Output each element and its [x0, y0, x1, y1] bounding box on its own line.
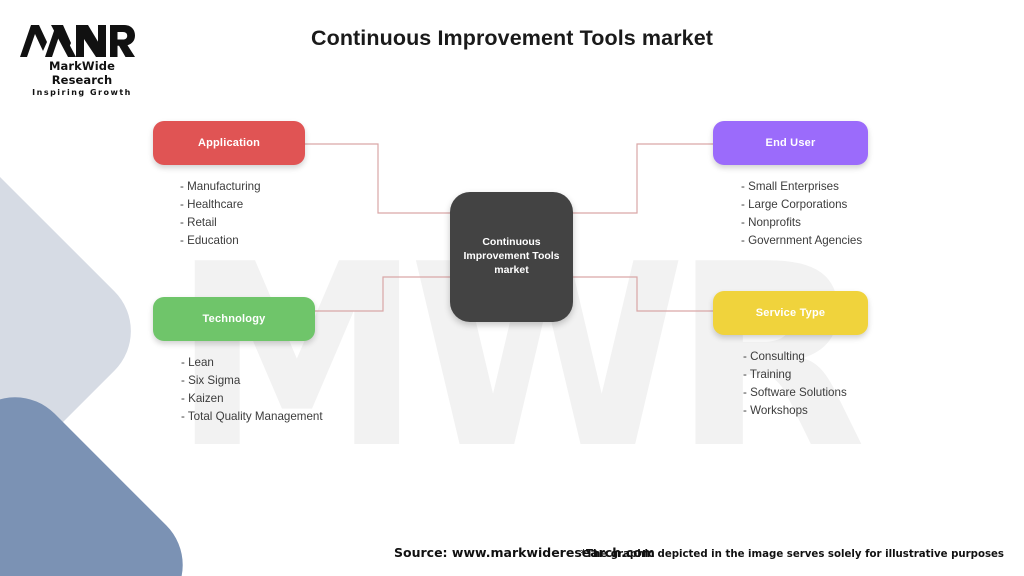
list-item: - Training [743, 367, 792, 381]
list-item: - Software Solutions [743, 385, 847, 399]
list-item: - Healthcare [180, 197, 244, 211]
list-item: - Lean [181, 356, 214, 369]
list-item: - Large Corporations [741, 197, 848, 211]
list-item: - Kaizen [181, 391, 224, 405]
list-item: - Six Sigma [181, 373, 241, 387]
brand-name: MarkWide Research [49, 59, 115, 87]
branch-label-service-type: Service Type [755, 307, 826, 319]
branch-technology: Technology - Lean - Six Sigma - Kaizen -… [153, 297, 323, 426]
list-item: - Small Enterprises [741, 180, 839, 193]
branch-chip-service-type[interactable]: Service Type [713, 291, 868, 335]
branch-end-user: End User - Small Enterprises - Large Cor… [713, 121, 868, 250]
branch-chip-technology[interactable]: Technology [153, 297, 315, 341]
source-credit: Source: www.markwideresearch.com [394, 545, 655, 560]
branch-label-application: Application [197, 137, 261, 149]
list-item: - Manufacturing [180, 180, 261, 193]
connector-end-user [572, 143, 713, 214]
connector-application [305, 143, 452, 214]
list-item: - Retail [180, 215, 217, 229]
branch-application: Application - Manufacturing - Healthcare… [153, 121, 305, 250]
list-item: - Total Quality Management [181, 409, 323, 423]
branch-items-technology: - Lean - Six Sigma - Kaizen - Total Qual… [153, 354, 323, 426]
branch-label-technology: Technology [202, 313, 266, 325]
branch-items-service-type: - Consulting - Training - Software Solut… [713, 348, 868, 420]
list-item: - Consulting [743, 350, 805, 363]
connector-technology [315, 276, 452, 312]
list-item: - Nonprofits [741, 215, 801, 229]
branch-chip-application[interactable]: Application [153, 121, 305, 165]
mwr-logo-icon [20, 25, 135, 57]
center-node-label: Continuous Improvement Tools market [463, 236, 560, 276]
branch-items-application: - Manufacturing - Healthcare - Retail - … [153, 178, 305, 250]
brand-logo: MarkWide Research Inspiring Growth [18, 24, 146, 97]
branch-items-end-user: - Small Enterprises - Large Corporations… [713, 178, 868, 250]
center-node[interactable]: Continuous Improvement Tools market [450, 192, 573, 322]
branch-service-type: Service Type - Consulting - Training - S… [713, 291, 868, 420]
disclaimer-text: *The graphic depicted in the image serve… [580, 549, 1004, 560]
list-item: - Workshops [743, 403, 808, 417]
branch-label-end-user: End User [765, 137, 816, 149]
branch-chip-end-user[interactable]: End User [713, 121, 868, 165]
brand-tagline: Inspiring Growth [32, 88, 132, 97]
page-title: Continuous Improvement Tools market [310, 26, 714, 50]
list-item: - Government Agencies [741, 233, 863, 247]
connector-service-type [572, 276, 713, 312]
list-item: - Education [180, 233, 239, 247]
